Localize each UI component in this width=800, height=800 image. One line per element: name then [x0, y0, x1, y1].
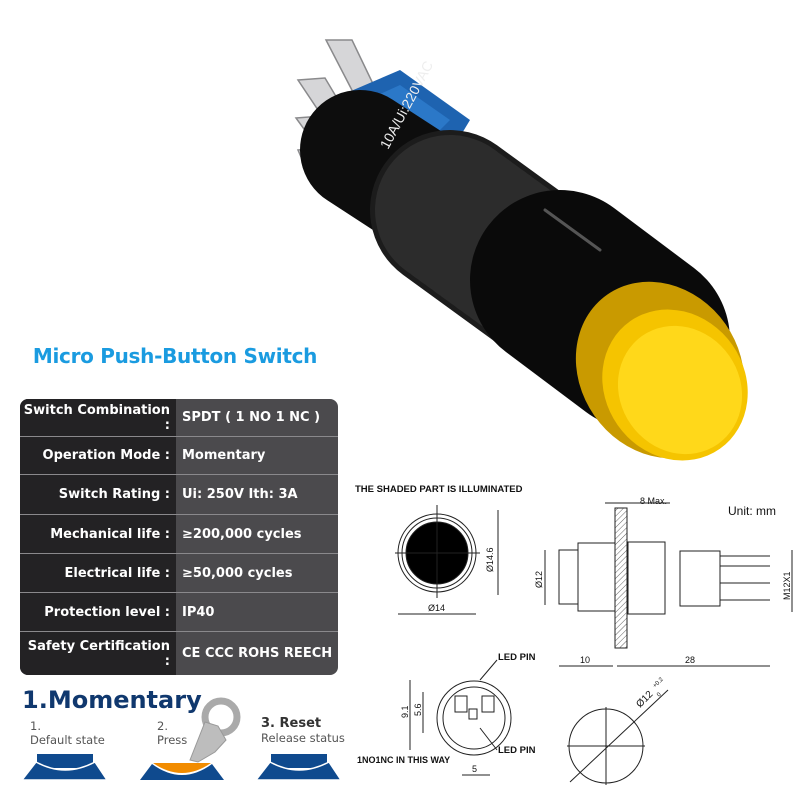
spec-label: Switch Combination : — [23, 402, 170, 433]
step-number: 3. Reset — [261, 716, 322, 731]
spec-row: Switch Combination : SPDT ( 1 NO 1 NC ) — [20, 399, 338, 437]
spec-label: Protection level : — [44, 604, 170, 620]
spec-label: Mechanical life : — [50, 526, 170, 542]
spec-label: Switch Rating : — [58, 487, 170, 502]
momentary-diagram — [20, 697, 343, 781]
spec-row: Mechanical life : ≥200,000 cycles — [20, 515, 338, 554]
dim-panel-thickness: 8 Max. — [640, 496, 667, 506]
led-pin-bottom-label: LED PIN — [498, 745, 536, 756]
step-label: Default state — [30, 733, 105, 747]
unit-label: Unit: mm — [728, 504, 776, 518]
side-view: 8 Max. Ø12 M12X1 10 28 — [534, 496, 793, 667]
spec-value: ≥200,000 cycles — [182, 526, 302, 542]
spec-value: Momentary — [182, 448, 266, 463]
spec-value: CE CCC ROHS REECH — [182, 646, 333, 661]
step-1: 1.Default state — [30, 719, 105, 747]
shaded-note: THE SHADED PART IS ILLUMINATED — [355, 484, 523, 495]
button-pressed-icon — [140, 763, 224, 780]
led-pin-top-label: LED PIN — [498, 652, 536, 663]
spec-label: Safety Certification : — [27, 638, 170, 669]
rear-view: 9.1 5.6 5 LED PIN LED PIN 1NO1NC IN THIS… — [357, 652, 536, 776]
dim-thread: M12X1 — [782, 571, 792, 600]
dim-body-dia: Ø12 — [534, 571, 544, 588]
front-view: Ø14.6 Ø14 — [395, 505, 499, 615]
button-default-icon — [20, 754, 109, 781]
wiring-note: 1NO1NC IN THIS WAY — [357, 755, 450, 765]
dim-pin-span-outer: 9.1 — [400, 705, 410, 718]
dim-front-outer: Ø14.6 — [485, 547, 495, 572]
step-label: Press — [157, 733, 188, 747]
spec-label: Operation Mode : — [42, 448, 170, 463]
spec-value: ≥50,000 cycles — [182, 565, 293, 581]
yellow-lens — [575, 281, 748, 461]
step-number: 2. — [157, 719, 168, 733]
spec-value: Ui: 250V Ith: 3A — [182, 487, 298, 502]
momentary-heading: 1.Momentary — [22, 686, 202, 714]
spec-label-column — [20, 399, 176, 675]
spec-row: Switch Rating : Ui: 250V Ith: 3A — [20, 475, 338, 515]
dim-cutout: Ø12 — [634, 689, 655, 710]
dim-rear-length: 28 — [685, 655, 695, 665]
hand-press-icon — [189, 697, 241, 763]
step-label: Release status — [261, 731, 345, 745]
spec-row: Protection level : IP40 — [20, 593, 338, 632]
spec-label: Electrical life : — [64, 565, 170, 581]
dim-front-length: 10 — [580, 655, 590, 665]
spec-row: Safety Certification : CE CCC ROHS REECH — [20, 632, 338, 675]
button-reset-icon — [254, 754, 343, 781]
spec-value: SPDT ( 1 NO 1 NC ) — [182, 410, 321, 425]
step-2: 2.Press — [157, 719, 187, 747]
spec-row: Electrical life : ≥50,000 cycles — [20, 554, 338, 593]
spec-table: Switch Combination : SPDT ( 1 NO 1 NC ) O… — [20, 399, 338, 675]
product-title: Micro Push-Button Switch — [32, 344, 318, 368]
spec-value: IP40 — [182, 604, 215, 620]
dim-cutout-tol-lower: 0 — [656, 691, 663, 698]
dim-pin-span-inner: 5.6 — [413, 703, 423, 716]
spec-row: Operation Mode : Momentary — [20, 437, 338, 475]
dim-cutout-tol-upper: +0.2 — [652, 676, 665, 689]
panel-cutout: Ø12 +0.2 0 — [567, 676, 669, 785]
dim-front-width: Ø14 — [428, 603, 445, 613]
step-number: 1. — [30, 719, 41, 733]
dim-pin-pitch: 5 — [472, 764, 477, 774]
